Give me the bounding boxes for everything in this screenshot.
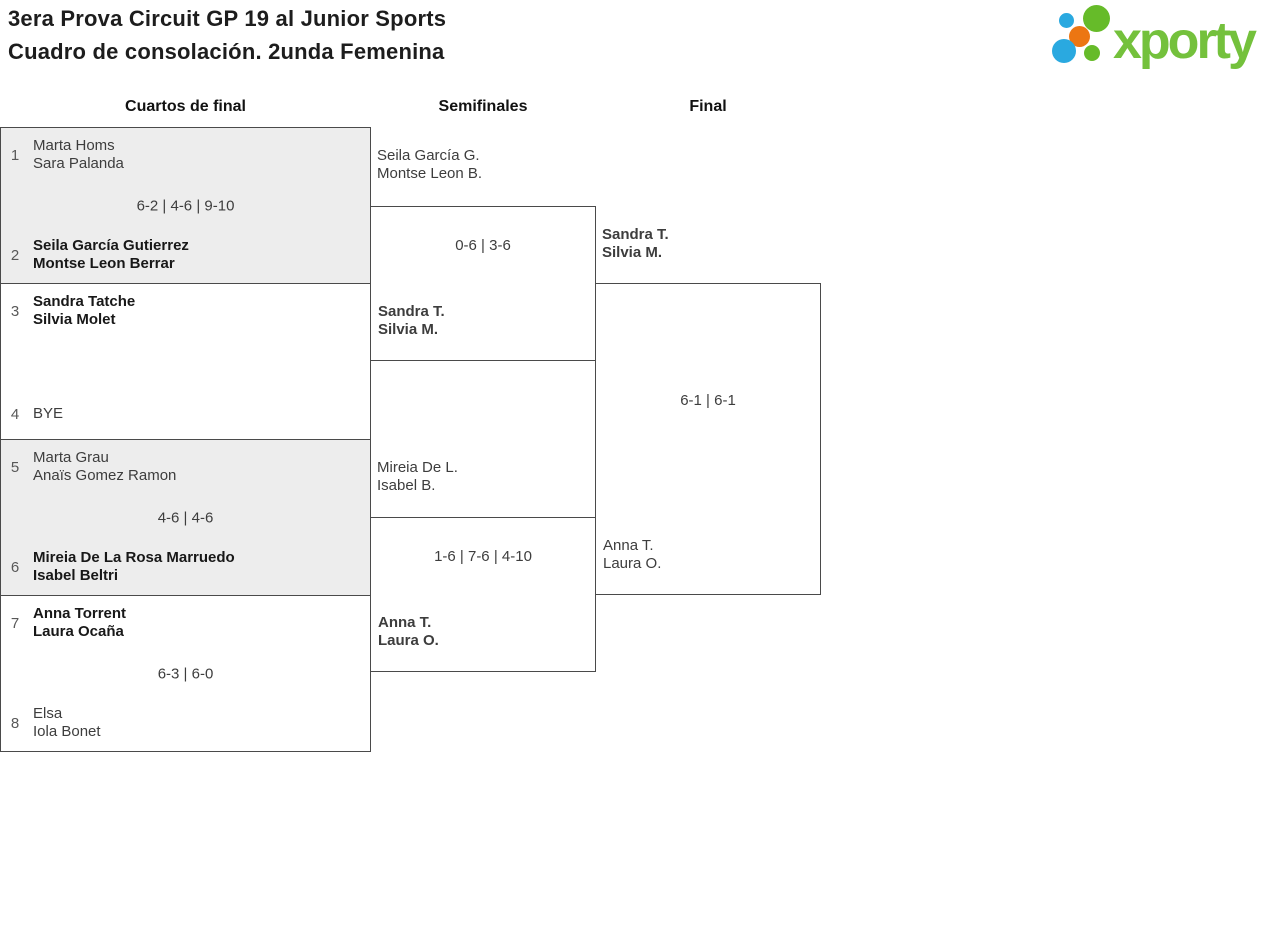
player-name: Anaïs Gomez Ramon bbox=[33, 467, 177, 484]
team-pair: 7 Anna Torrent Laura Ocaña bbox=[9, 605, 126, 641]
match-quarterfinal-2: 3 Sandra Tatche Silvia Molet 4 BYE bbox=[0, 283, 371, 440]
match-score: 0-6 | 3-6 bbox=[455, 237, 511, 254]
match-semifinal-1: 0-6 | 3-6 Sandra T. Silvia M. bbox=[370, 206, 596, 361]
round-header-final: Final bbox=[689, 98, 727, 115]
player-name: Seila García G. bbox=[377, 147, 480, 164]
semifinal-1-incoming-team: Seila García G. Montse Leon B. bbox=[377, 147, 482, 183]
team-pair: 4 BYE bbox=[9, 405, 63, 423]
player-name: Laura Ocaña bbox=[33, 623, 124, 640]
player-name: Anna Torrent bbox=[33, 605, 127, 622]
seed-number: 8 bbox=[10, 714, 20, 732]
team-pair: 2 Seila García Gutierrez Montse Leon Ber… bbox=[9, 237, 189, 273]
player-name: Laura O. bbox=[603, 555, 662, 572]
page-title: 3era Prova Circuit GP 19 al Junior Sport… bbox=[8, 2, 446, 68]
round-header-quarterfinals: Cuartos de final bbox=[125, 98, 246, 115]
seed-number: 3 bbox=[10, 302, 20, 320]
player-name: Marta Grau bbox=[33, 449, 109, 466]
team-pair: 3 Sandra Tatche Silvia Molet bbox=[9, 293, 135, 329]
seed-number: 4 bbox=[10, 405, 20, 423]
final-runner-up-team: Anna T. Laura O. bbox=[603, 537, 661, 573]
team-names: Marta Grau Anaïs Gomez Ramon bbox=[33, 449, 176, 485]
team-names: BYE bbox=[33, 405, 63, 423]
team-names: Elsa Iola Bonet bbox=[33, 705, 101, 741]
player-name: Anna T. bbox=[603, 537, 654, 554]
player-name: Iola Bonet bbox=[33, 723, 101, 740]
match-score: 6-3 | 6-0 bbox=[157, 665, 214, 682]
match-score: 1-6 | 7-6 | 4-10 bbox=[434, 548, 532, 565]
seed-number: 5 bbox=[10, 458, 20, 476]
match-quarterfinal-1: 1 Marta Homs Sara Palanda 6-2 | 4-6 | 9-… bbox=[0, 127, 371, 284]
player-name: Sara Palanda bbox=[33, 155, 124, 172]
team-names-winner: Mireia De La Rosa Marruedo Isabel Beltri bbox=[33, 549, 235, 585]
team-pair: 5 Marta Grau Anaïs Gomez Ramon bbox=[9, 449, 177, 485]
final-winner-team: Sandra T. Silvia M. bbox=[602, 226, 669, 262]
title-line-1: 3era Prova Circuit GP 19 al Junior Sport… bbox=[8, 6, 447, 31]
seed-number: 2 bbox=[10, 246, 20, 264]
team-names-winner: Anna Torrent Laura Ocaña bbox=[33, 605, 126, 641]
match-quarterfinal-3: 5 Marta Grau Anaïs Gomez Ramon 4-6 | 4-6… bbox=[0, 439, 371, 596]
player-name: Sandra Tatche bbox=[33, 293, 136, 310]
team-pair: 8 Elsa Iola Bonet bbox=[9, 705, 101, 741]
player-name: Elsa bbox=[33, 705, 63, 722]
seed-number: 1 bbox=[10, 146, 20, 164]
semifinal-2-incoming-team: Mireia De L. Isabel B. bbox=[377, 459, 458, 495]
team-pair: 6 Mireia De La Rosa Marruedo Isabel Belt… bbox=[9, 549, 235, 585]
player-name: Seila García Gutierrez bbox=[33, 237, 189, 254]
player-name: Anna T. bbox=[378, 614, 432, 631]
team-names-winner: Sandra Tatche Silvia Molet bbox=[33, 293, 135, 329]
match-score: 4-6 | 4-6 bbox=[157, 509, 214, 526]
team-names: Marta Homs Sara Palanda bbox=[33, 137, 124, 173]
player-name: Sandra T. bbox=[378, 303, 445, 320]
player-name: Sandra T. bbox=[602, 226, 669, 243]
seed-number: 6 bbox=[10, 558, 20, 576]
match-final: 6-1 | 6-1 Anna T. Laura O. bbox=[595, 283, 821, 595]
title-line-2: Cuadro de consolación. 2unda Femenina bbox=[8, 39, 445, 64]
logo-wordmark: xporty bbox=[1113, 12, 1257, 70]
player-name: Laura O. bbox=[378, 632, 439, 649]
match-score: 6-1 | 6-1 bbox=[680, 392, 736, 409]
seed-number: 7 bbox=[10, 614, 20, 632]
xporty-logo[interactable]: xporty bbox=[1050, 0, 1280, 80]
player-name: Silvia M. bbox=[378, 321, 439, 338]
match-score: 6-2 | 4-6 | 9-10 bbox=[136, 197, 235, 214]
semifinal-1-winner: Sandra T. Silvia M. bbox=[378, 303, 445, 339]
logo-dot-green-large-icon bbox=[1083, 5, 1110, 32]
player-name: Mireia De L. bbox=[377, 459, 458, 476]
team-pair: 1 Marta Homs Sara Palanda bbox=[9, 137, 124, 173]
player-name: Silvia Molet bbox=[33, 311, 116, 328]
match-quarterfinal-4: 7 Anna Torrent Laura Ocaña 6-3 | 6-0 8 E… bbox=[0, 595, 371, 752]
player-name: Montse Leon Berrar bbox=[33, 255, 175, 272]
player-name: BYE bbox=[33, 405, 64, 422]
logo-dot-orange-icon bbox=[1069, 26, 1090, 47]
logo-dot-blue-small-icon bbox=[1059, 13, 1074, 28]
player-name: Isabel Beltri bbox=[33, 567, 119, 584]
player-name: Montse Leon B. bbox=[377, 165, 483, 182]
player-name: Isabel B. bbox=[377, 477, 436, 494]
player-name: Mireia De La Rosa Marruedo bbox=[33, 549, 235, 566]
logo-dot-green-small-icon bbox=[1084, 45, 1100, 61]
semifinal-2-winner: Anna T. Laura O. bbox=[378, 614, 439, 650]
round-header-semifinals: Semifinales bbox=[438, 98, 528, 115]
player-name: Silvia M. bbox=[602, 244, 663, 261]
logo-dot-blue-large-icon bbox=[1052, 39, 1076, 63]
team-names-winner: Seila García Gutierrez Montse Leon Berra… bbox=[33, 237, 189, 273]
match-semifinal-2: 1-6 | 7-6 | 4-10 Anna T. Laura O. bbox=[370, 517, 596, 672]
player-name: Marta Homs bbox=[33, 137, 115, 154]
